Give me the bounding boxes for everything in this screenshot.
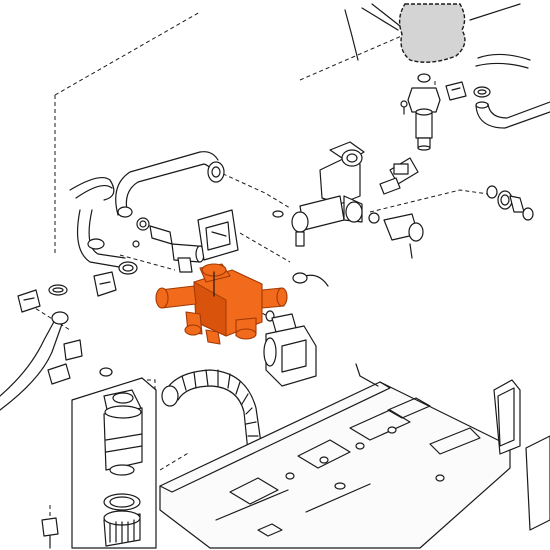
right-seal-rings bbox=[486, 185, 534, 221]
right-o-ring bbox=[473, 86, 491, 98]
small-ring-right bbox=[272, 210, 380, 224]
far-left-pipe bbox=[0, 284, 69, 411]
filter-cartridge bbox=[103, 389, 143, 476]
boiler-chassis-sheet bbox=[159, 363, 511, 549]
pipe-clip-left bbox=[93, 271, 117, 297]
cable-top-right bbox=[344, 3, 531, 69]
filter-ring bbox=[103, 493, 141, 511]
pressure-sensor-fitting bbox=[379, 157, 419, 195]
bottom-screw bbox=[41, 517, 59, 549]
sensor-cable-loop bbox=[69, 177, 115, 201]
grey-gasket bbox=[398, 3, 466, 63]
small-fittings-left bbox=[47, 339, 113, 385]
upper-return-pipe bbox=[115, 151, 225, 218]
sensor-bracket bbox=[197, 209, 239, 261]
diverter-manifold bbox=[291, 141, 365, 247]
tee-fitting bbox=[171, 243, 205, 273]
drain-cock bbox=[383, 213, 424, 259]
right-pipe bbox=[475, 101, 550, 129]
lower-left-pipe bbox=[77, 209, 126, 269]
pipe-clip-right bbox=[445, 81, 467, 101]
filter-cap bbox=[103, 510, 141, 547]
hydraulic-block[interactable] bbox=[155, 263, 288, 345]
gas-valve-column bbox=[400, 73, 441, 151]
pump-motor bbox=[263, 313, 317, 387]
sensor-wire bbox=[265, 272, 329, 322]
pipe-clip-far-left bbox=[17, 289, 41, 313]
fitting-chain bbox=[118, 217, 173, 275]
side-frame-right bbox=[493, 379, 550, 531]
